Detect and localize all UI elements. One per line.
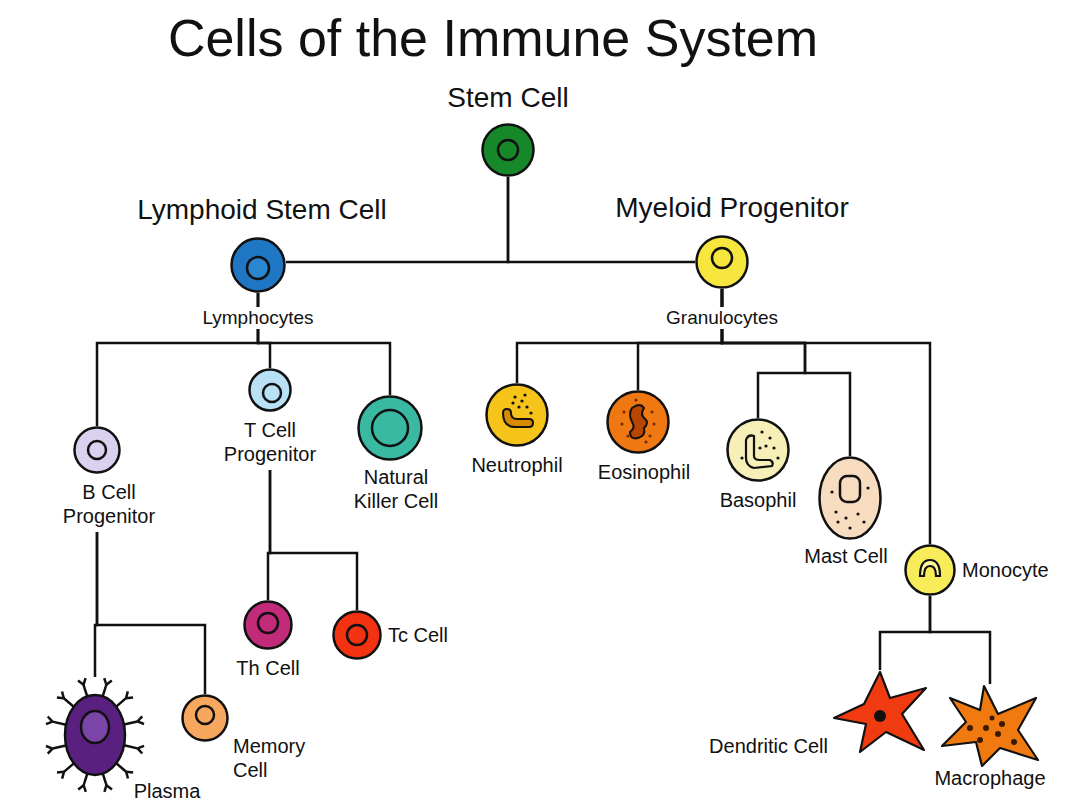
cell-label: Eosinophil: [579, 460, 709, 484]
diagram-title: Cells of the Immune System: [168, 8, 818, 68]
lineage-connector: [517, 289, 722, 383]
cell-label: Stem Cell: [388, 81, 628, 115]
cell-label: Myeloid Progenitor: [572, 191, 892, 225]
cell-label: Neutrophil: [452, 453, 582, 477]
cell-label: B Cell Progenitor: [53, 480, 165, 528]
cell-node: Tc Cell: [332, 610, 382, 660]
cell-node: B Cell Progenitor: [73, 426, 121, 474]
cell-node: Dendritic Cell: [830, 670, 930, 754]
cell-node: Myeloid Progenitor: [695, 235, 749, 289]
cell-node: Lymphoid Stem Cell: [230, 237, 286, 293]
cell-label: Memory Cell: [233, 734, 323, 782]
cell-shape: [43, 677, 147, 793]
lineage-connector: [258, 293, 270, 368]
lineage-connector: [270, 470, 357, 610]
cell-shape: [818, 456, 882, 540]
cell-label: Th Cell: [218, 656, 318, 680]
lineage-connector: [97, 532, 205, 694]
cell-node: Natural Killer Cell: [357, 395, 423, 461]
cell-node: Stem Cell: [481, 123, 535, 177]
cell-shape: [830, 670, 930, 754]
cell-label: Dendritic Cell: [709, 734, 828, 758]
cell-node: Eosinophil: [606, 390, 670, 454]
cell-label: Macrophage: [925, 766, 1055, 790]
cell-label: Tc Cell: [388, 623, 448, 647]
cell-shape: [181, 694, 229, 742]
cell-shape: [481, 123, 535, 177]
cell-label: Mast Cell: [786, 544, 906, 568]
cell-shape: [357, 395, 423, 461]
branch-label: Lymphocytes: [199, 307, 316, 329]
cell-shape: [940, 684, 1040, 768]
cell-node: Th Cell: [243, 600, 293, 650]
cell-node: Plasma: [43, 677, 147, 793]
cell-node: Neutrophil: [485, 383, 549, 447]
cell-shape: [904, 544, 956, 596]
cell-node: Monocyte: [904, 544, 956, 596]
cell-shape: [230, 237, 286, 293]
cell-shape: [485, 383, 549, 447]
cell-shape: [606, 390, 670, 454]
branch-label: Granulocytes: [663, 307, 781, 329]
cell-node: Basophil: [726, 418, 790, 482]
cell-shape: [332, 610, 382, 660]
cell-shape: [73, 426, 121, 474]
lineage-connector: [880, 596, 930, 670]
cell-label: Natural Killer Cell: [344, 465, 448, 513]
cell-label: Lymphoid Stem Cell: [102, 193, 422, 227]
cell-label: Plasma: [117, 779, 217, 803]
cell-label: Monocyte: [962, 558, 1049, 582]
cell-shape: [695, 235, 749, 289]
cell-label: T Cell Progenitor: [214, 418, 326, 466]
cell-node: Macrophage: [940, 684, 1040, 768]
cell-node: Mast Cell: [818, 456, 882, 540]
cell-label: Basophil: [698, 488, 818, 512]
cell-shape: [248, 368, 292, 412]
cell-shape: [726, 418, 790, 482]
cell-shape: [243, 600, 293, 650]
lineage-connector: [638, 289, 722, 390]
cell-node: T Cell Progenitor: [248, 368, 292, 412]
lineage-connector: [930, 596, 990, 684]
cell-node: Memory Cell: [181, 694, 229, 742]
